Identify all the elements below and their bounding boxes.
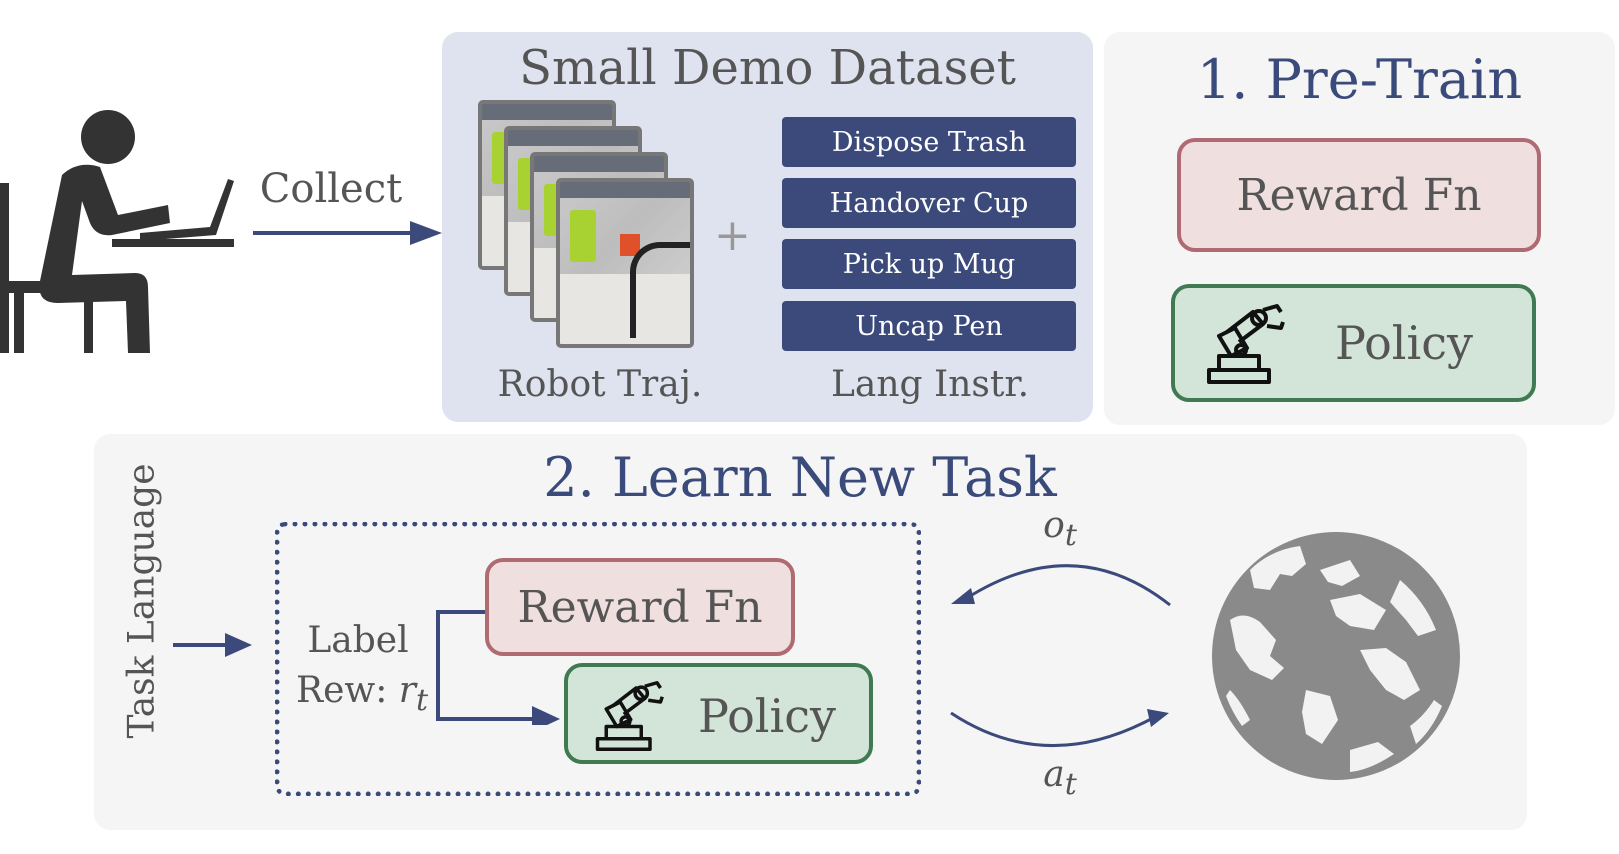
learn-title: 2. Learn New Task	[543, 446, 1057, 509]
policy-label: Policy	[1335, 316, 1473, 370]
robot-traj-label: Robot Traj.	[497, 364, 703, 405]
dataset-title: Small Demo Dataset	[519, 40, 1016, 96]
label-reward-line: Rew: rt	[296, 670, 429, 719]
globe-icon	[1212, 532, 1460, 780]
label-connector-arrow	[436, 610, 560, 725]
pretrain-title: 1. Pre-Train	[1196, 48, 1523, 111]
instruction-item: Handover Cup	[782, 178, 1076, 228]
pretrain-reward-box: Reward Fn	[1177, 138, 1541, 252]
task-language-label: Task Language	[121, 463, 163, 739]
policy-label: Policy	[698, 689, 836, 743]
collect-label: Collect	[259, 166, 403, 212]
observation-label: ot	[1043, 505, 1077, 554]
pretrain-policy-box: Policy	[1171, 284, 1536, 402]
reward-label: Reward Fn	[517, 581, 763, 633]
task-language-arrow	[173, 633, 252, 657]
learn-reward-box: Reward Fn	[485, 558, 795, 656]
training-loop-box	[275, 522, 921, 796]
instruction-item: Pick up Mug	[782, 239, 1076, 289]
robot-arm-icon	[595, 681, 664, 751]
collect-arrow	[253, 221, 442, 245]
reward-label: Reward Fn	[1236, 169, 1482, 221]
action-label: at	[1043, 754, 1077, 803]
learn-policy-box: Policy	[564, 663, 873, 764]
robot-arm-icon	[1207, 304, 1285, 384]
action-arrow	[950, 709, 1169, 748]
observation-arrow	[951, 564, 1171, 607]
person-at-laptop-icon	[0, 110, 234, 353]
instruction-item: Uncap Pen	[782, 301, 1076, 351]
label-line1: Label	[307, 620, 409, 661]
trajectory-frame	[556, 178, 694, 348]
plus-sign: +	[714, 210, 751, 261]
instruction-item: Dispose Trash	[782, 117, 1076, 167]
lang-instr-label: Lang Instr.	[830, 364, 1030, 405]
